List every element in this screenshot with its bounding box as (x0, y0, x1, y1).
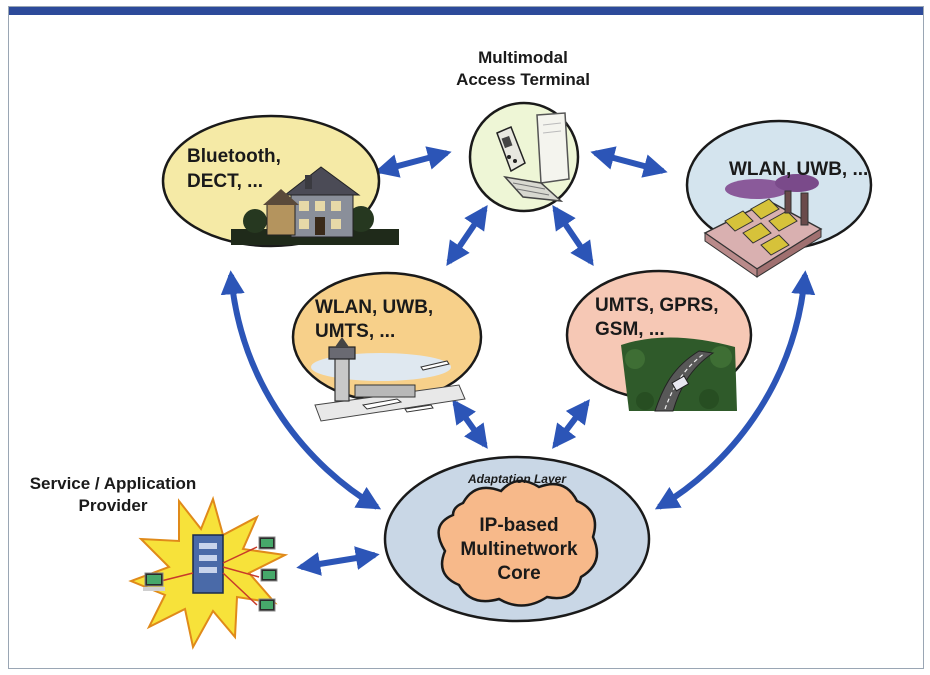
home-node: Bluetooth, DECT, ... (161, 114, 399, 248)
core-cloud (437, 479, 599, 607)
arrow-airport-core (452, 399, 488, 449)
provider-title-line2: Provider (79, 496, 148, 515)
arrow-highway-core (552, 399, 590, 449)
connection-arrows (220, 146, 816, 576)
laptop-with-phone-icon (496, 112, 570, 202)
diagram-frame: Bluetooth, DECT, ... Multimodal Access T… (8, 6, 924, 669)
factory-icon (703, 174, 823, 278)
terminal-title-line1: Multimodal (478, 48, 568, 67)
terminal-title-line2: Access Terminal (456, 70, 590, 89)
arrow-terminal-highway (552, 205, 594, 266)
provider-title-line1: Service / Application (30, 474, 197, 493)
airport-icon (311, 337, 466, 422)
core-line1: IP-based (479, 515, 558, 536)
core-line3: Core (497, 563, 540, 584)
terminal-node: Multimodal Access Terminal (456, 48, 590, 213)
core-line2: Multinetwork (460, 539, 578, 560)
provider-node: Service / Application Provider (30, 474, 289, 650)
top-accent-bar (9, 7, 923, 15)
highway-car-icon (621, 337, 737, 412)
arrow-terminal-home (374, 146, 452, 178)
arrow-factory-core (654, 270, 816, 510)
house-icon (231, 166, 399, 245)
server-network-icon (143, 534, 278, 612)
arrow-home-core (220, 270, 382, 510)
factory-tech-line1: WLAN, UWB, ... (729, 159, 868, 180)
highway-node: UMTS, GPRS, GSM, ... (565, 269, 753, 412)
core-node: Adaptation Layer IP-based Multinetwork C… (383, 455, 651, 623)
home-tech-line2: DECT, ... (187, 171, 263, 192)
highway-tech-line2: GSM, ... (595, 319, 665, 340)
factory-node: WLAN, UWB, ... (685, 119, 873, 278)
airport-tech-line1: WLAN, UWB, (315, 297, 433, 318)
arrow-provider-core (296, 546, 380, 576)
airport-tech-line2: UMTS, ... (315, 321, 395, 342)
network-diagram: Bluetooth, DECT, ... Multimodal Access T… (9, 7, 923, 650)
highway-tech-line1: UMTS, GPRS, (595, 295, 719, 316)
arrow-terminal-airport (446, 205, 488, 266)
adaptation-layer-label: Adaptation Layer (467, 472, 567, 486)
home-tech-line1: Bluetooth, (187, 146, 281, 167)
arrow-terminal-factory (590, 146, 668, 178)
airport-node: WLAN, UWB, UMTS, ... (291, 271, 483, 422)
